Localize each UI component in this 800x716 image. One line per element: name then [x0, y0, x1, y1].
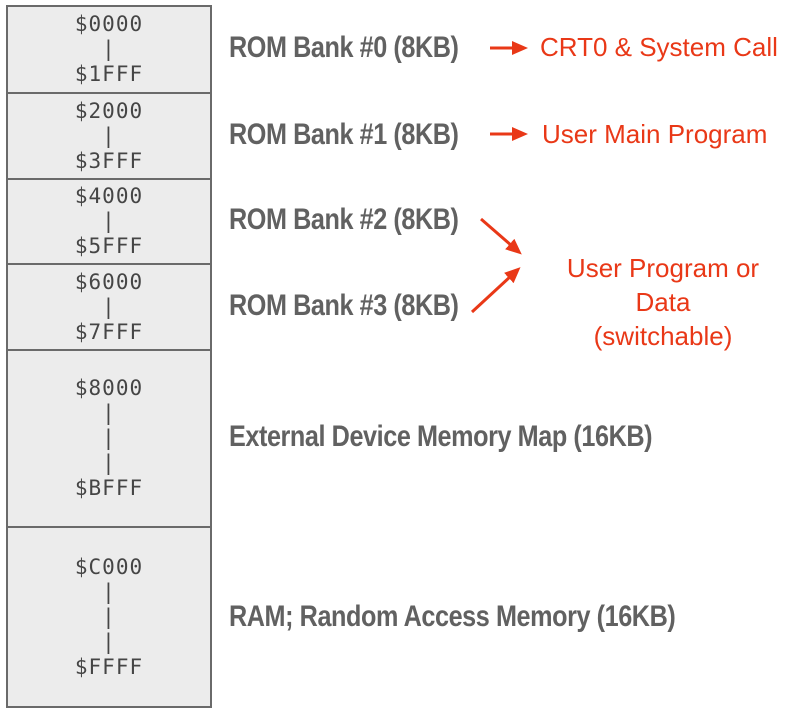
label-external-device: External Device Memory Map (16KB): [229, 420, 653, 453]
label-ram: RAM; Random Access Memory (16KB): [229, 600, 676, 633]
arrow-rom3-to-user-program: [470, 267, 521, 314]
address-separator: |: [102, 209, 116, 233]
address-separator: |: [102, 401, 116, 425]
address-end: $FFFF: [74, 654, 144, 679]
address-separator: |: [102, 294, 116, 319]
memory-block-rom2: $4000 | $5FFF: [8, 178, 210, 263]
address-separator: |: [102, 629, 116, 654]
address-separator: |: [102, 451, 116, 475]
address-separator: |: [102, 604, 116, 629]
address-start: $0000: [74, 12, 144, 36]
annotation-crt0-system-call: CRT0 & System Call: [540, 32, 778, 62]
address-separator: |: [102, 579, 116, 604]
address-start: $C000: [74, 554, 144, 579]
memory-block-external: $8000 | | | $BFFF: [8, 349, 210, 526]
arrow-rom2-to-user-program: [480, 217, 522, 255]
address-start: $2000: [74, 98, 144, 123]
memory-block-ram: $C000 | | | $FFFF: [8, 526, 210, 706]
label-rom-bank-1: ROM Bank #1 (8KB): [229, 118, 459, 151]
memory-map-column: $0000 | $1FFF $2000 | $3FFF $4000 | $5FF…: [6, 5, 212, 708]
address-separator: |: [102, 37, 116, 61]
address-end: $BFFF: [74, 476, 144, 500]
annotation-line-2: (switchable): [593, 321, 733, 351]
memory-block-rom1: $2000 | $3FFF: [8, 92, 210, 178]
memory-block-rom0: $0000 | $1FFF: [8, 7, 210, 92]
label-rom-bank-0: ROM Bank #0 (8KB): [229, 31, 459, 64]
address-end: $5FFF: [74, 234, 144, 258]
label-rom-bank-2: ROM Bank #2 (8KB): [229, 203, 459, 236]
address-start: $6000: [74, 269, 144, 294]
annotation-line-1: User Program or Data: [566, 253, 760, 317]
address-start: $8000: [74, 376, 144, 400]
address-separator: |: [102, 426, 116, 450]
address-end: $7FFF: [74, 319, 144, 344]
address-separator: |: [102, 123, 116, 148]
address-end: $3FFF: [74, 148, 144, 173]
label-rom-bank-3: ROM Bank #3 (8KB): [229, 289, 459, 322]
annotation-user-main-program: User Main Program: [542, 119, 768, 149]
annotation-user-program-or-data: User Program or Data (switchable): [538, 251, 788, 353]
memory-block-rom3: $6000 | $7FFF: [8, 263, 210, 349]
address-end: $1FFF: [74, 62, 144, 86]
address-start: $4000: [74, 184, 144, 208]
